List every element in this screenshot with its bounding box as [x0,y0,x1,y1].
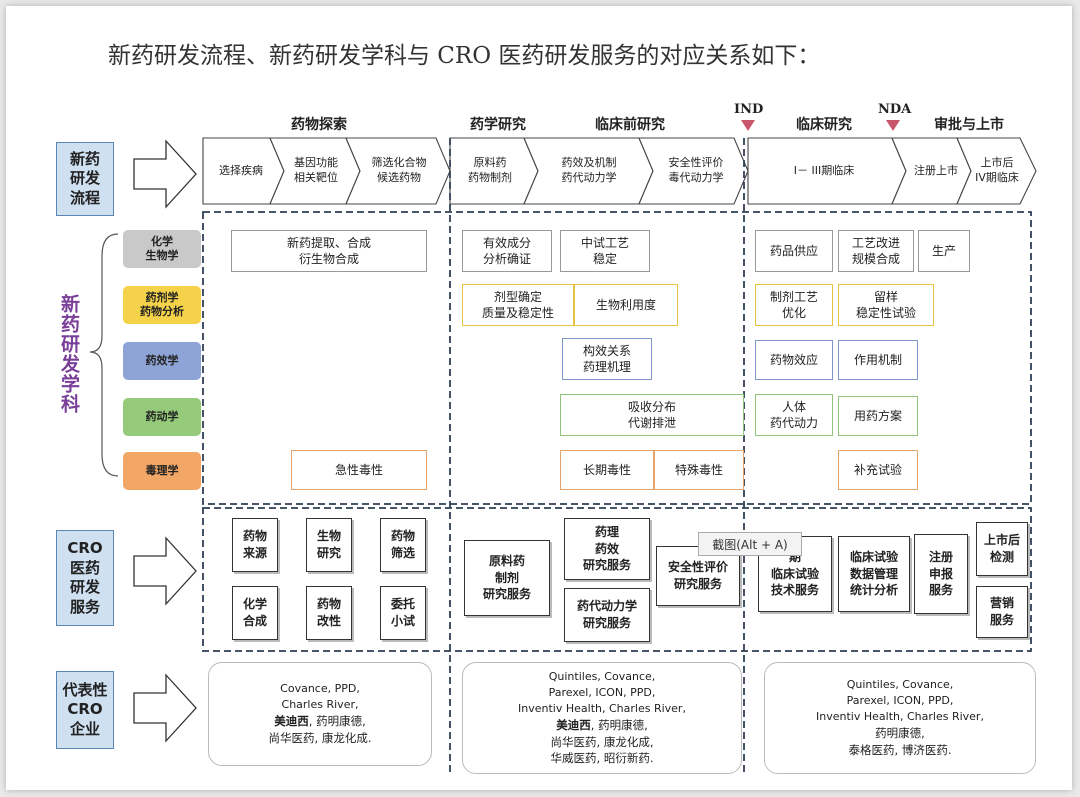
box-chem-pilot: 中试工艺稳定 [560,230,650,272]
step-4: 原料药药物制剂 [468,156,512,184]
enterprise-text: 华威医药, 昭衍新药. [550,751,654,766]
subject-pharmaceutics: 药剂学药物分析 [123,286,201,324]
enterprise-text: Quintiles, Covance, [548,670,656,684]
step-8: 注册上市 [914,163,958,177]
arrow-cro [133,536,197,606]
cro-bio: 生物研究 [306,518,352,572]
enterprise-text: 泰格医药, 博济医药. [848,742,952,757]
arrow-process [133,139,197,209]
frame-cro [202,507,1032,652]
phase-preclinical: 临床前研究 [595,117,665,133]
step-7: I－ III期临床 [793,163,855,177]
box-tox-special: 特殊毒性 [654,450,744,490]
label-process: 新药研发流程 [56,142,114,216]
box-tox-long: 长期毒性 [560,450,654,490]
box-tox-supp: 补充试验 [838,450,918,490]
enterprise-text: 尚华医药, 康龙化成, [550,734,654,749]
milestone-ind-marker [741,120,755,131]
cro-pharmacology: 药理药效研究服务 [564,518,650,580]
diagram-lines [89,137,1037,772]
box-chem-supply: 药品供应 [755,230,833,272]
enterprise-text: 尚华医药, 康龙化成. [268,730,372,745]
cro-registration: 注册申报服务 [914,534,968,614]
chevron-6 [638,137,749,205]
box-tox-acute: 急性毒性 [291,450,427,490]
box-chem-active: 有效成分分析确证 [462,230,552,272]
box-pharm-formula: 制剂工艺优化 [755,284,833,326]
screenshot-tooltip: 截图(Alt + A) [698,532,802,556]
subject-toxicology: 毒理学 [123,452,201,490]
cro-clinical-data: 临床试验数据管理统计分析 [838,536,910,612]
enterprise-text: Quintiles, Covance, [846,678,954,692]
box-chem-production: 生产 [918,230,970,272]
box-pk-dosing: 用药方案 [838,396,918,436]
box-pk-adme: 吸收分布代谢排泄 [560,394,744,436]
cro-screen: 药物筛选 [380,518,426,572]
subject-pharmacokinetics: 药动学 [123,398,201,436]
step-3: 筛选化合物候选药物 [371,156,427,184]
enterprise-text: Charles River, [281,698,359,712]
phase-explore: 药物探索 [291,117,347,133]
chevron-3 [345,137,451,205]
diagram-title: 新药研发流程、新药研发学科与 CRO 医药研发服务的对应关系如下： [108,43,821,69]
enterprise-text: 美迪西, 药明康德, [274,714,366,729]
disciplines-brace [89,233,119,477]
enterprise-text: 美迪西, 药明康德, [556,717,648,732]
phase-approval: 审批与上市 [934,117,1004,133]
cro-marketing: 营销服务 [976,586,1028,638]
diagram-card: 新药研发流程、新药研发学科与 CRO 医药研发服务的对应关系如下： 药物探索 药… [6,6,1072,790]
cro-safety: 安全性评价研究服务 [656,546,740,606]
enterprise-text: Inventiv Health, Charles River, [816,710,984,724]
cro-pkservice: 药代动力学研究服务 [564,588,650,642]
cro-postmarket: 上市后检测 [976,522,1028,576]
box-pk-human: 人体药代动力 [755,394,833,436]
enterprise-text: Inventiv Health, Charles River, [518,701,686,715]
subject-pharmacodynamics: 药效学 [123,342,201,380]
box-pharm-bio: 生物利用度 [574,284,678,326]
box-pd-sar: 构效关系药理机理 [562,338,652,380]
cro-trial: 委托小试 [380,586,426,640]
box-chem-extract: 新药提取、合成衍生物合成 [231,230,427,272]
enterprise-group-2: Quintiles, Covance, Parexel, ICON, PPD, … [462,662,742,774]
box-pd-mech: 作用机制 [838,340,918,380]
box-pd-effect: 药物效应 [755,340,833,380]
cro-chemsyn: 化学合成 [232,586,278,640]
step-2: 基因功能相关靶位 [294,156,338,184]
frame-disciplines [202,211,1032,505]
phase-cmc: 药学研究 [470,117,526,133]
step-5: 药效及机制药代动力学 [561,156,617,184]
box-chem-process: 工艺改进规模合成 [838,230,914,272]
chevron-9 [956,137,1037,205]
label-disciplines: 新药研发学科 [58,294,80,414]
enterprise-group-3: Quintiles, Covance, Parexel, ICON, PPD, … [764,662,1036,774]
cro-source: 药物来源 [232,518,278,572]
step-6: 安全性评价毒代动力学 [668,156,724,184]
arrow-enterprise [133,673,197,743]
box-pharm-retain: 留样稳定性试验 [838,284,934,326]
enterprise-group-1: Covance, PPD, Charles River, 美迪西, 药明康德, … [208,662,432,766]
step-1: 选择疾病 [219,163,263,177]
phase-clinical: 临床研究 [796,117,852,133]
milestone-nda: NDA [878,102,912,117]
cro-modify: 药物改性 [306,586,352,640]
cro-api: 原料药制剂研究服务 [464,540,550,616]
milestone-ind: IND [734,102,764,117]
enterprise-text: Parexel, ICON, PPD, [846,694,954,708]
subject-chemistry: 化学生物学 [123,230,201,268]
box-pharm-dosage: 剂型确定质量及稳定性 [462,284,574,326]
enterprise-text: Covance, PPD, [280,682,360,696]
milestone-nda-marker [886,120,900,131]
enterprise-text: 药明康德, [875,726,925,741]
enterprise-text: Parexel, ICON, PPD, [548,686,656,700]
